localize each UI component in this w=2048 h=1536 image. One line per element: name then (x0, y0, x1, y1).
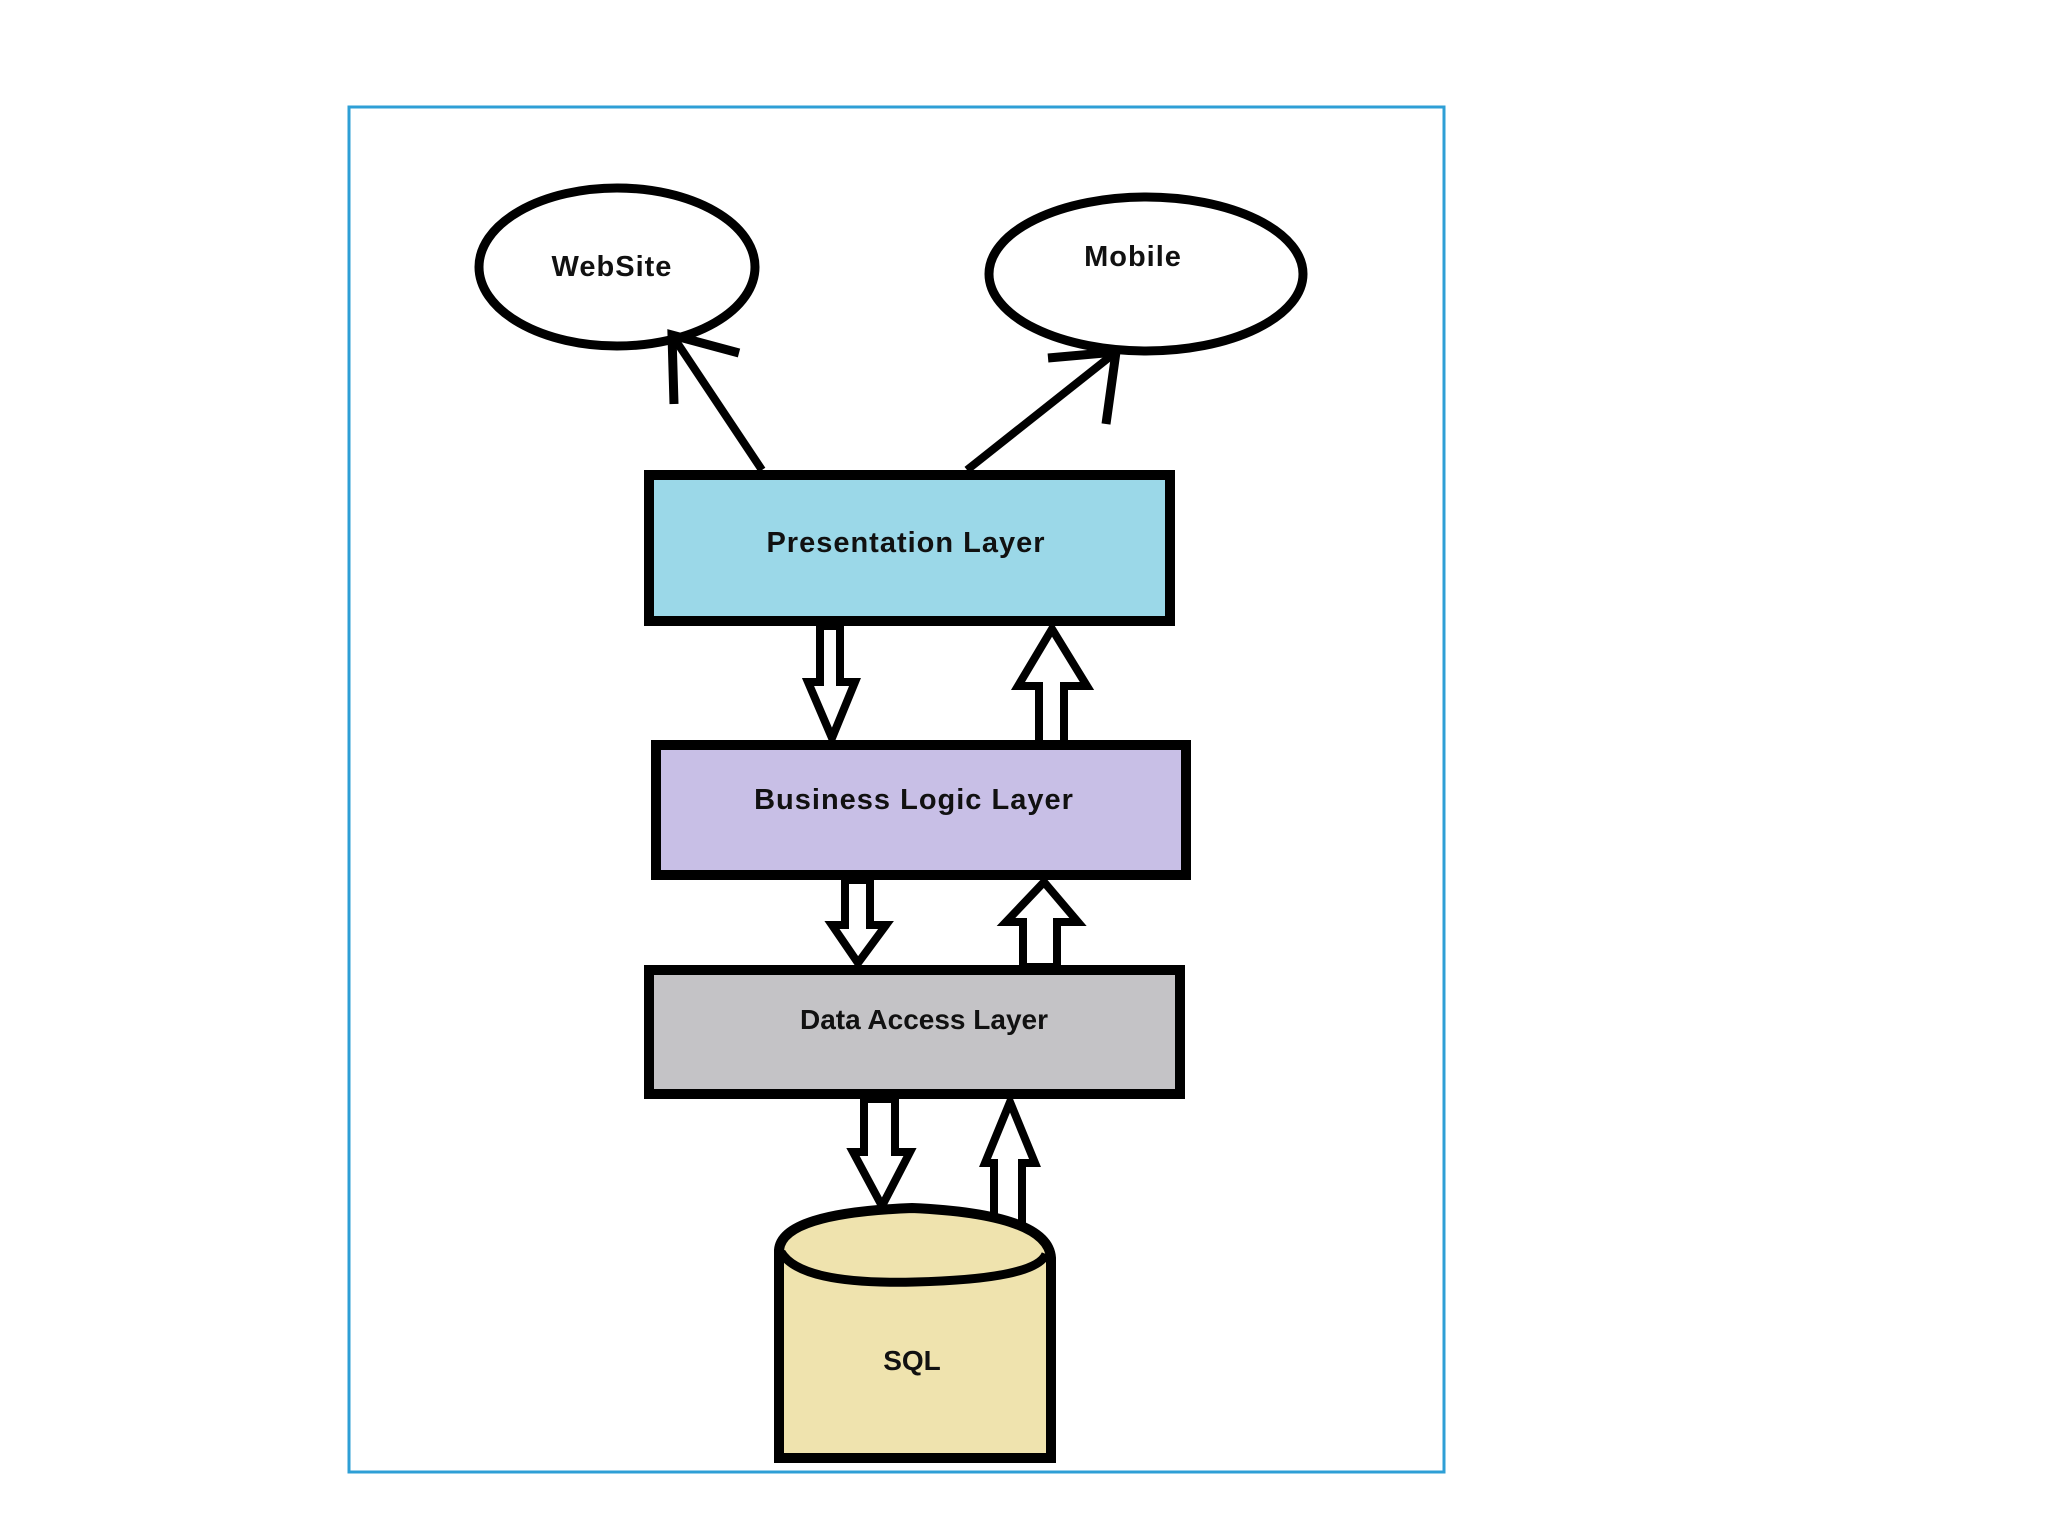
mobile-ellipse (984, 192, 1308, 356)
mobile-label: Mobile (1084, 241, 1182, 273)
business-logic-layer-box (651, 740, 1191, 880)
website-node: WebSite (474, 183, 760, 351)
arrow-data-access-to-sql (846, 1095, 917, 1215)
sql-label: SQL (883, 1345, 941, 1376)
mobile-node: Mobile (984, 192, 1308, 356)
arrow-presentation-to-website-shaft (668, 332, 766, 473)
sql-database-node: SQL (774, 1202, 1056, 1463)
arrow-presentation-to-website-head (667, 329, 741, 405)
sql-cylinder-top-rim (777, 1249, 1051, 1287)
arrow-presentation-to-mobile (964, 347, 1122, 474)
business-logic-layer-node: Business Logic Layer (651, 740, 1191, 880)
arrow-presentation-to-business (801, 622, 861, 749)
presentation-layer-box (644, 470, 1175, 626)
data-access-layer-label: Data Access Layer (800, 1004, 1048, 1035)
arrow-presentation-to-mobile-shaft (964, 348, 1119, 474)
data-access-layer-node: Data Access Layer (644, 965, 1185, 1099)
arrow-business-to-presentation (1010, 621, 1095, 750)
arrow-presentation-to-website (667, 329, 766, 473)
sql-cylinder-body (774, 1202, 1056, 1463)
website-label: WebSite (552, 251, 673, 283)
arrow-presentation-to-mobile-head (1047, 347, 1122, 425)
arrow-business-to-data-access (824, 876, 894, 970)
presentation-layer-label: Presentation Layer (766, 527, 1045, 559)
arrow-data-access-to-business (996, 876, 1087, 971)
arrow-sql-to-data-access (979, 1091, 1041, 1232)
presentation-layer-node: Presentation Layer (644, 470, 1175, 626)
website-ellipse (474, 183, 760, 351)
data-access-layer-box (644, 965, 1185, 1099)
business-logic-layer-label: Business Logic Layer (754, 784, 1074, 816)
